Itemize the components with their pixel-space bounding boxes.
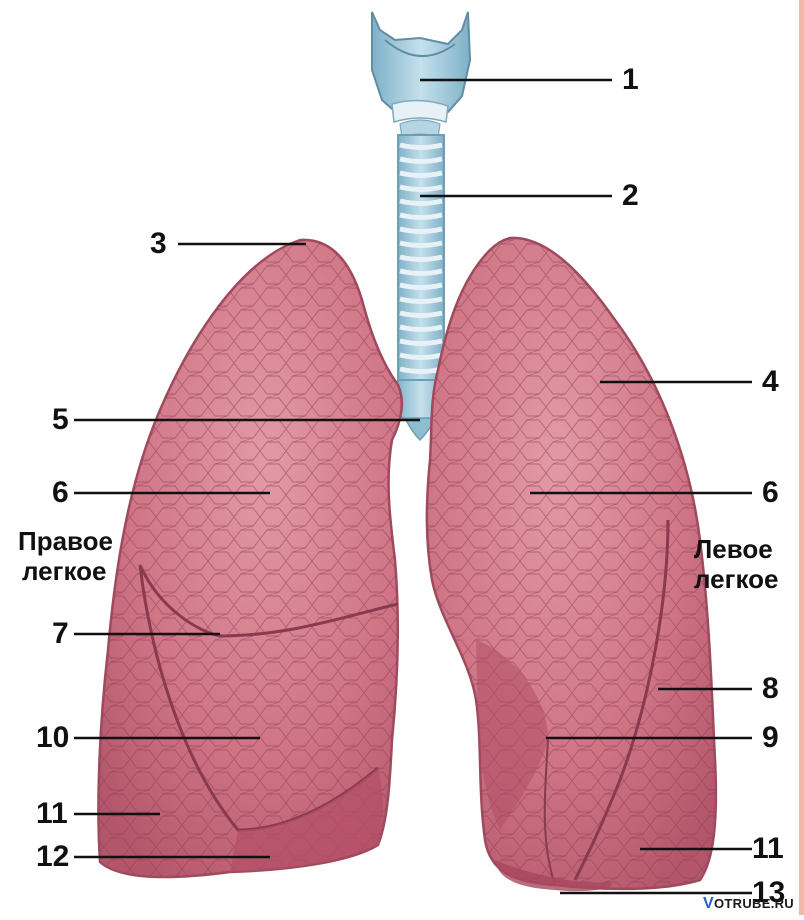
tracheal-ring bbox=[400, 215, 442, 218]
tracheal-ring bbox=[400, 257, 442, 260]
tracheal-ring bbox=[400, 173, 442, 176]
tracheal-ring bbox=[400, 201, 442, 204]
right-lung bbox=[98, 240, 401, 877]
left-lung-label: Левое легкое bbox=[694, 534, 778, 594]
callout-10: 10 bbox=[36, 723, 69, 753]
callout-11-right-lung: 11 bbox=[36, 799, 68, 829]
tracheal-ring bbox=[400, 369, 442, 372]
right-lung-label-line1: Правое bbox=[18, 526, 113, 556]
tracheal-ring bbox=[400, 187, 442, 190]
tracheal-ring bbox=[400, 271, 442, 274]
callout-4: 4 bbox=[762, 367, 779, 397]
tracheal-ring bbox=[400, 355, 442, 358]
watermark-rest: OTRUBE.RU bbox=[714, 896, 794, 911]
tracheal-ring bbox=[400, 313, 442, 316]
left-lung-label-line2: легкое bbox=[694, 564, 778, 594]
tracheal-ring bbox=[400, 243, 442, 246]
tracheal-ring bbox=[400, 159, 442, 162]
right-lung-label: Правое легкое bbox=[18, 526, 113, 586]
tracheal-ring bbox=[400, 341, 442, 344]
callout-9: 9 bbox=[762, 723, 779, 753]
page-edge-stripe bbox=[799, 0, 804, 915]
larynx bbox=[372, 12, 470, 138]
left-lung-label-line1: Левое bbox=[694, 534, 778, 564]
callout-11-left-lung: 11 bbox=[752, 834, 784, 864]
callout-6-right-lung: 6 bbox=[52, 478, 69, 508]
callout-12: 12 bbox=[36, 842, 69, 872]
watermark-initial: V bbox=[703, 895, 714, 912]
tracheal-ring bbox=[400, 285, 442, 288]
watermark: VOTRUBE.RU bbox=[703, 895, 794, 913]
right-lung-label-line2: легкое bbox=[22, 556, 113, 586]
tracheal-ring bbox=[400, 327, 442, 330]
callout-3: 3 bbox=[150, 229, 167, 259]
tracheal-ring bbox=[400, 229, 442, 232]
left-lung bbox=[427, 238, 716, 891]
callout-1: 1 bbox=[622, 65, 639, 95]
callout-2: 2 bbox=[622, 181, 639, 211]
callout-5: 5 bbox=[52, 405, 69, 435]
tracheal-ring bbox=[400, 145, 442, 148]
callout-6-left-lung: 6 bbox=[762, 478, 779, 508]
tracheal-ring bbox=[400, 299, 442, 302]
callout-7: 7 bbox=[52, 619, 69, 649]
callout-8: 8 bbox=[762, 674, 779, 704]
